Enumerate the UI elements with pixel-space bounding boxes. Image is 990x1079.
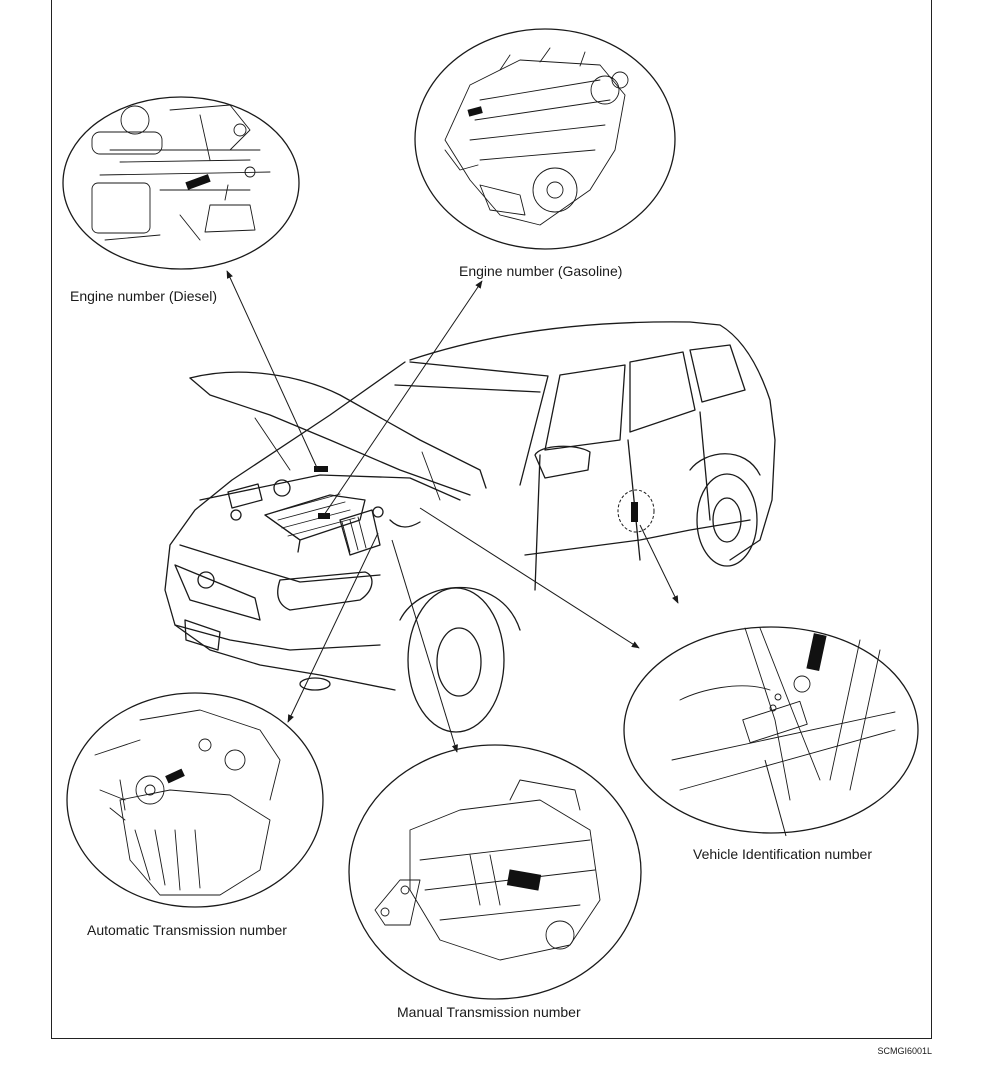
engine-diesel-label: Engine number (Diesel): [70, 288, 218, 304]
manual-transmission-label: Manual Transmission number: [397, 1004, 581, 1020]
pointer-lines: [226, 270, 787, 837]
auto-transmission-callout: [66, 692, 324, 908]
gasoline-engine-callout: [414, 28, 676, 250]
manual-transmission-callout: [348, 744, 642, 1000]
vin-callout: [623, 626, 919, 834]
diesel-engine-callout: [62, 96, 300, 270]
figure-frame: [51, 0, 932, 1039]
vin-label: Vehicle Identification number: [693, 846, 872, 862]
vehicle-drawing: [164, 321, 776, 733]
auto-transmission-label: Automatic Transmission number: [87, 922, 287, 938]
figure-code: SCMGI6001L: [877, 1046, 932, 1056]
engine-gasoline-label: Engine number (Gasoline): [459, 263, 623, 279]
